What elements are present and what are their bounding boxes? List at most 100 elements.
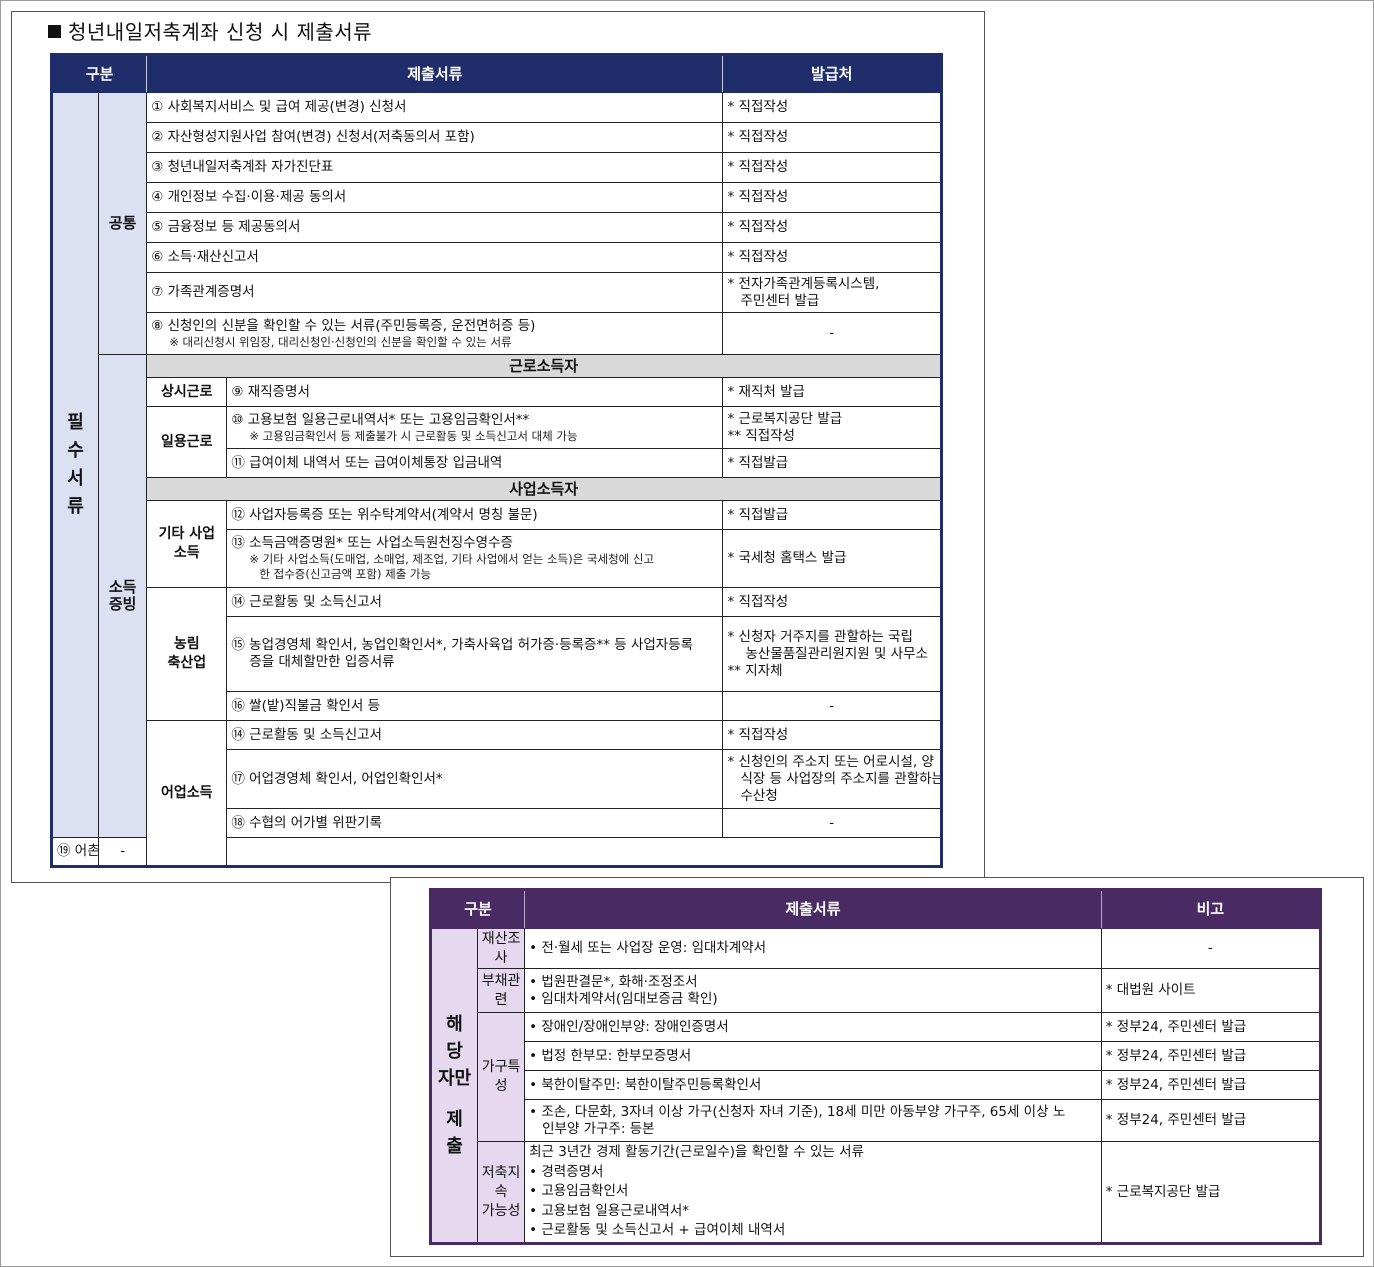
category-line: 당 <box>446 1041 463 1062</box>
doc-cell: ⑥ 소득·재산신고서 <box>146 242 724 273</box>
table-row: 저축지속 가능성 최근 3년간 경제 활동기간(근로일수)을 확인할 수 있는 … <box>431 1141 1322 1244</box>
table-row: • 북한이탈주민: 북한이탈주민등록확인서 * 정부24, 주민센터 발급 <box>431 1070 1322 1100</box>
doc-cell: ⑤ 금융정보 등 제공동의서 <box>146 212 724 243</box>
doc-text: • 조손, 다문화, 3자녀 이상 가구(신청자 자녀 기준), 18세 미만 … <box>529 1103 1066 1120</box>
issuer-line: ** 직접작성 <box>727 427 795 444</box>
doc-cell: • 북한이탈주민: 북한이탈주민등록확인서 <box>524 1070 1102 1100</box>
issuer-cell: * 국세청 홈택스 발급 <box>722 529 942 588</box>
table-row: ⑱ 수협의 어가별 위판기록 - <box>52 808 942 838</box>
doc-text: 증을 대체할만한 입증서류 <box>249 654 395 670</box>
remark-cell: * 정부24, 주민센터 발급 <box>1100 1099 1322 1142</box>
doc-text: ⑩ 고용보험 일용근로내역서* 또는 고용임금확인서** <box>231 411 530 428</box>
required-documents-panel: 청년내일저축계좌 신청 시 제출서류 구분 제출서류 발급처 필 수 서 류 공… <box>11 11 985 883</box>
category-char-3: 서 <box>67 468 84 489</box>
doc-text: 인부양 가구주: 등본 <box>542 1120 655 1137</box>
table-row: 기타 사업 소득 ⑫ 사업자등록증 또는 위수탁계약서(계약서 명칭 불문) *… <box>52 500 942 588</box>
issuer-cell: * 직접작성 <box>722 212 942 243</box>
issuer-cell: * 직접작성 <box>722 242 942 273</box>
remark-cell: * 대법원 사이트 <box>1100 968 1322 1013</box>
header-documents: 제출서류 <box>524 889 1102 929</box>
category-common: 공통 <box>98 92 148 355</box>
doc-cell: ⑱ 수협의 어가별 위판기록 <box>226 808 724 838</box>
header-issuer: 발급처 <box>722 54 942 93</box>
category-required: 필 수 서 류 <box>50 92 100 838</box>
doc-text: ⑧ 신청인의 신분을 확인할 수 있는 서류(주민등록증, 운전면허증 등) <box>151 317 536 334</box>
doc-cell: ⑭ 근로활동 및 소득신고서 <box>226 720 724 750</box>
category-property: 재산조사 <box>477 928 526 969</box>
doc-cell: • 장애인/장애인부양: 장애인증명서 <box>524 1012 1102 1042</box>
doc-cell: • 조손, 다문화, 3자녀 이상 가구(신청자 자녀 기준), 18세 미만 … <box>524 1099 1102 1142</box>
table-row: • 조손, 다문화, 3자녀 이상 가구(신청자 자녀 기준), 18세 미만 … <box>431 1099 1322 1142</box>
table-row: 농림 축산업 ⑭ 근로활동 및 소득신고서 * 직접작성 <box>52 587 942 721</box>
doc-cell: ⑪ 급여이체 내역서 또는 급여이체통장 입금내역 <box>226 448 724 478</box>
table-row: ⑥ 소득·재산신고서 * 직접작성 <box>52 242 942 273</box>
conditional-documents-panel: 구분 제출서류 비고 해 당 자만 제 출 재산조사 • 전·월세 또는 사업장… <box>390 877 1364 1257</box>
remark-cell: * 정부24, 주민센터 발급 <box>1100 1070 1322 1100</box>
doc-cell: ⑭ 근로활동 및 소득신고서 <box>226 587 724 617</box>
issuer-cell: * 전자가족관계등록시스템, 주민센터 발급 <box>722 272 942 313</box>
doc-cell: ⑬ 소득금액증명원* 또는 사업소득원천징수영수증 ※ 기타 사업소득(도매업,… <box>226 529 724 588</box>
issuer-cell: * 직접작성 <box>722 182 942 213</box>
table-row: ④ 개인정보 수집·이용·제공 동의서 * 직접작성 <box>52 182 942 213</box>
category-savings: 저축지속 가능성 <box>477 1141 526 1244</box>
table-row: ⑲ 어촌계 자료 등의 어종별 출하량 등 거래 관련 증빙 서류 - <box>50 837 942 867</box>
table-row: 부채관련 • 법원판결문*, 화해·조정조서 • 임대차계약서(임대보증금 확인… <box>431 968 1322 1013</box>
doc-cell: ⑯ 쌀(밭)직불금 확인서 등 <box>226 691 724 721</box>
section-business: 사업소득자 <box>146 477 942 501</box>
category-applicable-only: 해 당 자만 제 출 <box>429 928 479 1244</box>
doc-cell: ⑦ 가족관계증명서 <box>146 272 724 313</box>
category-line: 가능성 <box>481 1202 521 1219</box>
table-row: 필 수 서 류 공통 ① 사회복지서비스 및 급여 제공(변경) 신청서 * 직… <box>50 92 942 838</box>
doc-cell: ② 자산형성지원사업 참여(변경) 신청서(저축동의서 포함) <box>146 122 724 153</box>
issuer-cell: - <box>722 312 942 355</box>
header-documents: 제출서류 <box>146 54 724 93</box>
table-row: ⑤ 금융정보 등 제공동의서 * 직접작성 <box>52 212 942 243</box>
category-char-4: 류 <box>67 496 84 517</box>
header-category: 구분 <box>429 889 526 929</box>
issuer-cell: * 직접작성 <box>722 122 942 153</box>
conditional-documents-table: 구분 제출서류 비고 해 당 자만 제 출 재산조사 • 전·월세 또는 사업장… <box>429 888 1322 1245</box>
doc-cell: ① 사회복지서비스 및 급여 제공(변경) 신청서 <box>146 92 724 123</box>
table-row: ⑮ 농업경영체 확인서, 농업인확인서*, 가축사육업 허가증·등록증** 등 … <box>52 616 942 692</box>
doc-cell: ④ 개인정보 수집·이용·제공 동의서 <box>146 182 724 213</box>
header-row: 구분 제출서류 발급처 <box>50 54 942 93</box>
header-category: 구분 <box>50 54 148 93</box>
square-bullet-icon <box>48 25 61 38</box>
doc-text: • 임대차계약서(임대보증금 확인) <box>529 990 718 1007</box>
sub-line: 축산업 <box>167 655 207 671</box>
issuer-cell: - <box>98 837 148 867</box>
doc-cell: ③ 청년내일저축계좌 자가진단표 <box>146 152 724 183</box>
doc-cell: 최근 3년간 경제 활동기간(근로일수)을 확인할 수 있는 서류 • 경력증명… <box>524 1141 1102 1244</box>
section-row: 소득 증빙 근로소득자 <box>52 354 942 838</box>
issuer-cell: * 직접작성 <box>722 587 942 617</box>
doc-text: 최근 3년간 경제 활동기간(근로일수)을 확인할 수 있는 서류 <box>529 1144 864 1161</box>
issuer-cell: - <box>722 808 942 838</box>
category-household: 가구특성 <box>477 1012 526 1142</box>
list-item: • 경력증명서 <box>529 1163 604 1180</box>
doc-cell: ⑨ 재직증명서 <box>226 377 724 407</box>
issuer-cell: * 직접작성 <box>722 720 942 750</box>
remark-cell: - <box>1100 928 1322 969</box>
remark-cell: * 근로복지공단 발급 <box>1100 1141 1322 1244</box>
issuer-line: 농산물품질관리원지원 및 사무소 <box>745 645 928 662</box>
category-line: 제 <box>446 1109 463 1130</box>
issuer-line: * 근로복지공단 발급 <box>727 410 843 427</box>
table-row: ⑯ 쌀(밭)직불금 확인서 등 - <box>52 691 942 721</box>
doc-cell: ⑰ 어업경영체 확인서, 어업인확인서* <box>226 749 724 809</box>
issuer-line: 주민센터 발급 <box>740 292 820 309</box>
doc-cell: • 전·월세 또는 사업장 운영: 임대차계약서 <box>524 928 1102 969</box>
table-row: ③ 청년내일저축계좌 자가진단표 * 직접작성 <box>52 152 942 183</box>
doc-cell: ⑩ 고용보험 일용근로내역서* 또는 고용임금확인서** ※ 고용임금확인서 등… <box>226 406 724 449</box>
doc-text: ⑬ 소득금액증명원* 또는 사업소득원천징수영수증 <box>231 535 513 551</box>
sub-daily: 일용근로 <box>146 406 228 478</box>
required-documents-table: 구분 제출서류 발급처 필 수 서 류 공통 ① 사회복지서비스 및 급여 제공… <box>50 53 943 868</box>
category-line: 소득 <box>108 578 137 596</box>
doc-text: ⑮ 농업경영체 확인서, 농업인확인서*, 가축사육업 허가증·등록증** 등 … <box>231 637 694 653</box>
table-row: ⑦ 가족관계증명서 * 전자가족관계등록시스템, 주민센터 발급 <box>52 272 942 313</box>
table-row: ⑪ 급여이체 내역서 또는 급여이체통장 입금내역 * 직접발급 <box>52 448 942 478</box>
sub-farming: 농림 축산업 <box>146 587 228 721</box>
doc-cell: ⑲ 어촌계 자료 등의 어종별 출하량 등 거래 관련 증빙 서류 <box>50 837 100 867</box>
table-row: ⑬ 소득금액증명원* 또는 사업소득원천징수영수증 ※ 기타 사업소득(도매업,… <box>52 529 942 588</box>
issuer-cell: * 신청자 거주지를 관할하는 국립 농산물품질관리원지원 및 사무소 ** 지… <box>722 616 942 692</box>
category-line: 자만 <box>437 1068 472 1089</box>
